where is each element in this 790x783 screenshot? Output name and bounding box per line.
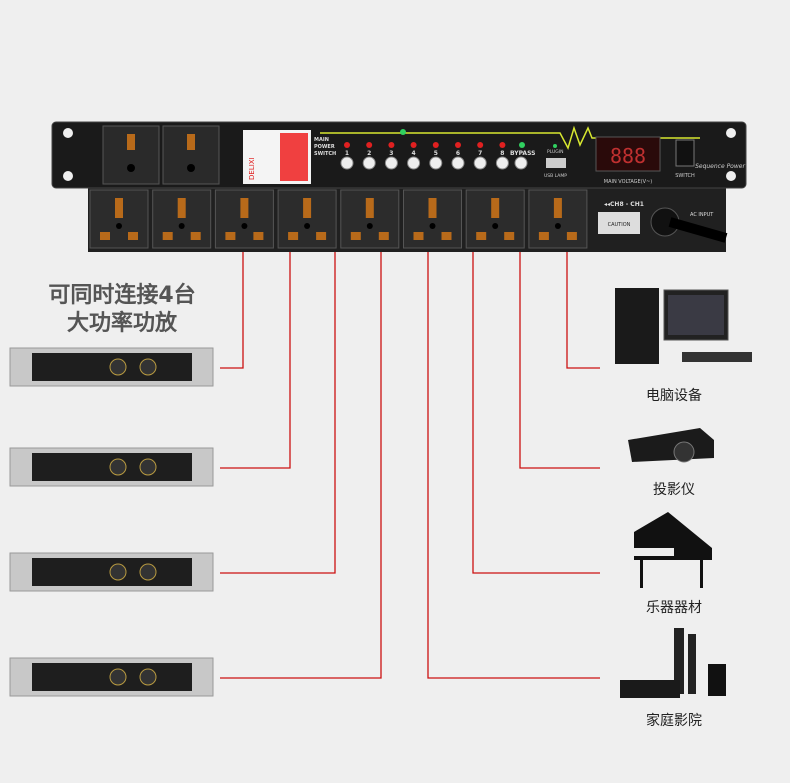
connection-lines [220,250,600,679]
channel-button[interactable] [362,156,376,170]
channel-led [432,142,439,148]
svg-text:Sequence Power: Sequence Power [695,163,745,170]
channel-led [410,142,417,148]
channel-led [344,142,350,148]
piano-image [630,512,712,588]
line-amp-4 [220,250,382,679]
amplifier-image [9,447,214,487]
power-switch[interactable] [675,139,695,167]
channel-led [455,142,461,148]
home-theater-image [620,628,726,698]
channel-number: 8 [500,150,504,157]
svg-text:MAIN VOLTAGE(V~): MAIN VOLTAGE(V~) [604,179,652,185]
line-amp-1 [220,250,244,369]
svg-text:USB LAMP: USB LAMP [544,173,567,179]
svg-text:AC INPUT: AC INPUT [690,212,714,218]
projector-image [628,428,714,463]
rear-outlet [214,189,274,249]
channel-led [499,142,506,148]
label-computer: 电脑设备 [646,388,702,404]
svg-text:SWITCH: SWITCH [675,173,695,179]
amplifier-image [9,552,214,592]
computer-image [615,288,752,364]
channel-led [477,142,484,148]
front-socket-1 [102,125,160,185]
line-computer [566,250,600,369]
line-home-theater [427,250,600,679]
label-projector: 投影仪 [653,482,695,498]
label-instruments: 乐器器材 [646,600,702,616]
channel-number: 1 [345,150,349,157]
channel-button[interactable] [495,156,509,170]
power-sequencer: DELIXI MAIN POWER SWITCH 1 2 3 4 5 6 7 8 BYPASS… [51,121,747,252]
rear-outlet [528,189,588,249]
channel-number: 4 [412,150,416,157]
svg-text:◂◂CH8 - CH1: ◂◂CH8 - CH1 [604,201,644,208]
bypass-button[interactable] [514,156,528,170]
rear-outlet [152,189,212,249]
amplifier-image [9,347,214,387]
rear-outlet [340,189,400,249]
line-amp-2 [220,250,291,469]
rear-outlet [465,189,525,249]
line-amp-3 [220,250,336,574]
headline-line-2: 大功率功放 [66,311,177,336]
label-home-theater: 家庭影院 [646,713,702,729]
channel-button[interactable] [451,156,465,170]
rear-outlet [89,189,149,249]
svg-text:DELIXI: DELIXI [248,157,256,180]
channel-number: 2 [367,150,371,157]
channel-button[interactable] [384,156,398,170]
svg-text:SWITCH: SWITCH [314,151,336,157]
svg-text:888: 888 [610,144,646,168]
usb-port[interactable] [546,158,566,168]
line-projector [519,250,600,469]
voltage-display [595,136,661,172]
channel-button[interactable] [407,156,421,170]
outlets [89,189,588,249]
channel-number: 6 [456,150,460,157]
channel-button[interactable] [473,156,487,170]
line-piano [472,250,600,574]
headline: 可同时连接4台 大功率功放 [22,282,222,338]
rear-outlet [277,189,337,249]
svg-text:PLUGIN: PLUGIN [547,149,563,155]
front-socket-2 [162,125,220,185]
svg-text:BYPASS: BYPASS [510,150,535,157]
channel-number: 3 [389,150,393,157]
channel-buttons: 1 2 3 4 5 6 7 8 [340,142,509,170]
svg-text:CAUTION: CAUTION [608,222,631,228]
headline-line-1: 可同时连接4台 [48,283,196,308]
amplifier-image [9,657,214,697]
svg-text:MAIN: MAIN [314,137,329,143]
channel-led [366,142,373,148]
channel-number: 5 [434,150,438,157]
channel-button[interactable] [429,156,443,170]
channel-led [388,142,395,148]
channel-button[interactable] [340,156,354,170]
channel-number: 7 [478,150,482,157]
svg-text:POWER: POWER [314,144,335,150]
rear-outlet [403,189,462,249]
